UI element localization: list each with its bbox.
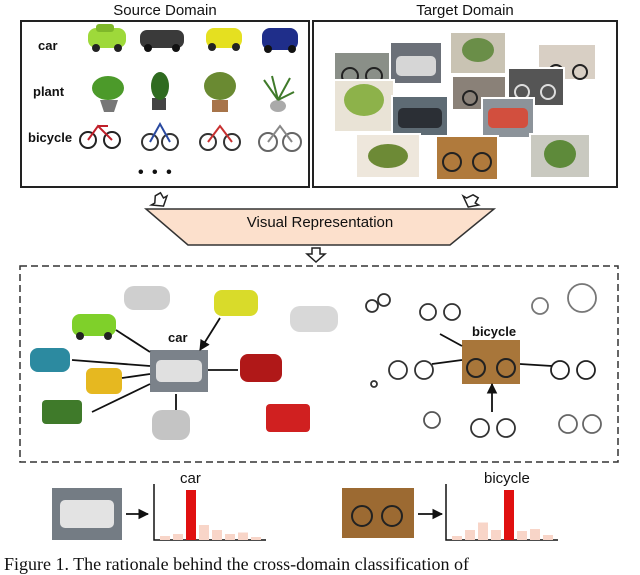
prediction-row [52,488,444,540]
bicycle-cluster-label: bicycle [472,324,517,339]
cluster-panel [19,265,619,463]
prediction-histograms [153,484,558,541]
target-domain-panel [312,20,618,188]
car-cluster [30,286,338,440]
histogram-axis [153,484,266,541]
down-arrow-icon [305,247,327,264]
histogram-bar [199,525,209,540]
histogram-bar [517,531,527,540]
histogram-bar [530,529,540,540]
target-domain-heading: Target Domain [416,2,514,19]
source-domain-heading: Source Domain [113,2,217,19]
histogram-bar [251,537,261,540]
source-car-thumbs [88,24,298,53]
histogram-bar [212,530,222,540]
more-rows-ellipsis: • • • [138,164,174,181]
source-bicycle-thumbs [79,121,302,152]
figure-caption: Figure 1. The rationale behind the cross… [4,554,470,574]
histogram-bar [478,522,488,540]
target-photo-collage [333,31,597,181]
histogram-axis [445,484,558,541]
prediction-label-bicycle: bicycle [484,470,530,487]
visual-representation-label: Visual Representation [246,214,394,231]
histogram-bar [173,534,183,540]
representation-trapezoid [143,208,497,246]
row-label-plant: plant [33,84,65,99]
histogram-bar [491,530,501,540]
histogram-bar [504,490,514,540]
histogram-bar [225,534,235,540]
source-plant-thumbs [92,72,295,112]
histogram-bar [186,490,196,540]
histogram-bar [452,536,462,540]
histogram-bar [238,532,248,540]
row-label-car: car [38,38,58,53]
histogram-bar [543,535,553,540]
histogram-bar [465,530,475,540]
row-label-bicycle: bicycle [28,130,73,145]
car-cluster-label: car [168,330,188,345]
histogram-bar [160,536,170,540]
source-domain-panel [20,20,310,188]
input-arrows [148,191,481,208]
prediction-label-car: car [180,470,201,487]
bicycle-cluster [365,283,602,438]
